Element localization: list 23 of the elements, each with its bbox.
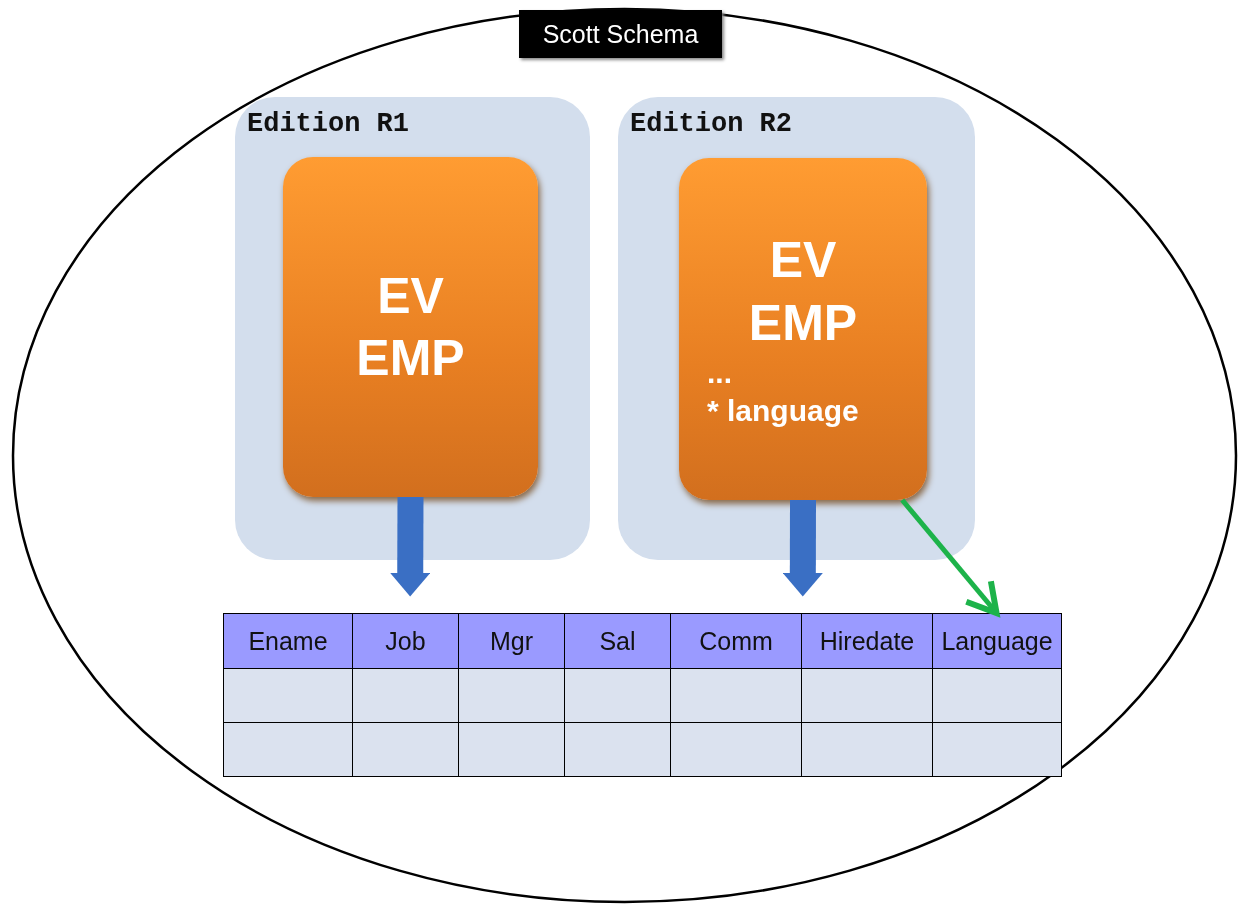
view-column: * language — [707, 391, 859, 429]
column-header: Hiredate — [802, 614, 932, 668]
column-header: Ename — [224, 614, 352, 668]
view-name: EV EMP — [747, 231, 859, 353]
column-header: Sal — [565, 614, 670, 668]
column-header: Mgr — [459, 614, 564, 668]
column-header: Job — [353, 614, 458, 668]
column-header: Comm — [671, 614, 801, 668]
arrow — [782, 499, 823, 597]
schema-title: Scott Schema — [519, 10, 722, 58]
arrow — [900, 498, 1000, 616]
view-box — [679, 158, 927, 500]
column-header: Language — [933, 614, 1061, 668]
view-column: ... — [707, 354, 732, 392]
edition-heading: Edition R1 — [247, 109, 410, 139]
view-name: EV EMP — [355, 266, 466, 388]
edition-panel — [618, 97, 975, 560]
arrow — [390, 496, 431, 597]
view-box — [283, 157, 538, 497]
data-table — [223, 613, 1062, 777]
edition-panel — [235, 97, 590, 560]
edition-heading: Edition R2 — [630, 109, 793, 139]
schema-ellipse — [12, 8, 1237, 903]
